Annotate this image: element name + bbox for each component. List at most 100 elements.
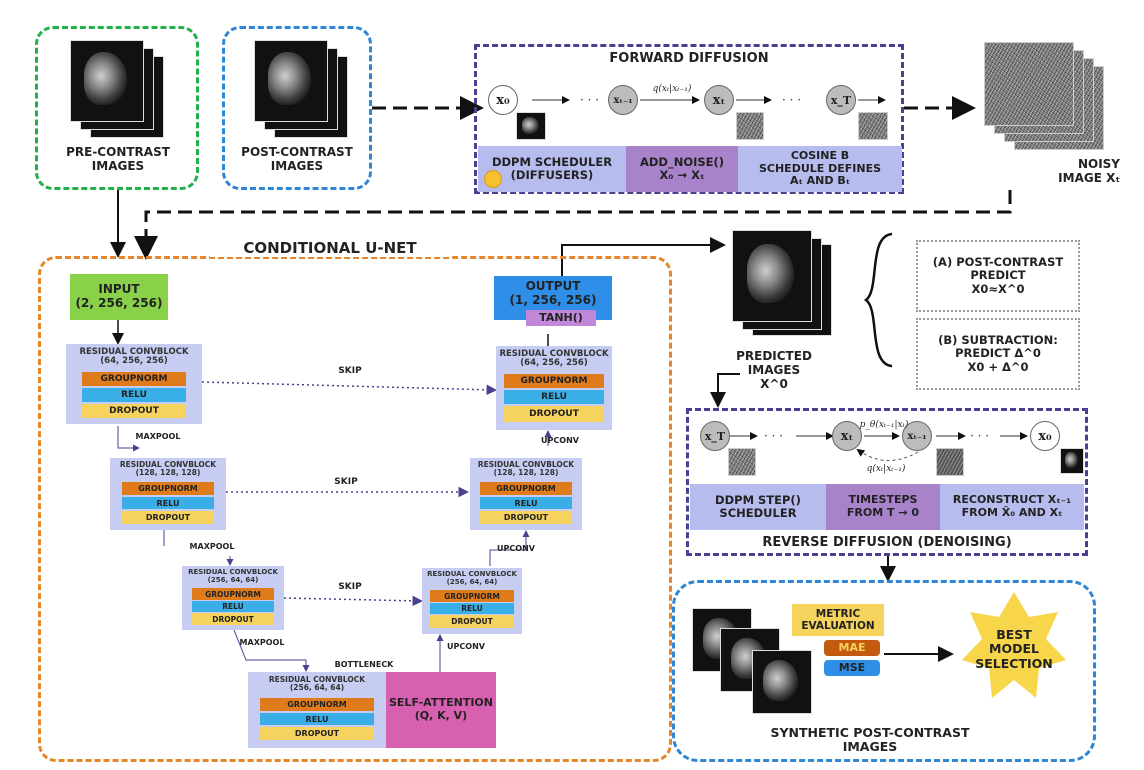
- arrow-output-to-predicted: [561, 237, 726, 276]
- reverse-cell-reconstruct: RECONSTRUCT Xₜ₋₁ FROM X̂₀ AND Xₜ: [940, 484, 1084, 530]
- unet-title: CONDITIONAL U-NET: [210, 239, 450, 258]
- bottleneck-relu: RELU: [260, 713, 374, 725]
- decoder-block-2-title: RESIDUAL CONVBLOCK (128, 128, 128): [477, 460, 575, 478]
- encoder-block-1-groupnorm: GROUPNORM: [82, 372, 186, 386]
- decoder-block-2: RESIDUAL CONVBLOCK (128, 128, 128) GROUP…: [470, 458, 582, 530]
- skip-label-3: SKIP: [338, 582, 362, 592]
- bottleneck-label: BOTTLENECK: [334, 660, 394, 669]
- forward-cell-add-noise: ADD_NOISE() X₀ → Xₜ: [626, 146, 738, 192]
- skip-label-2: SKIP: [334, 477, 358, 487]
- bottleneck-groupnorm: GROUPNORM: [260, 698, 374, 711]
- decoder-block-1: RESIDUAL CONVBLOCK (64, 256, 256) GROUPN…: [496, 346, 612, 430]
- bottleneck-block-title: RESIDUAL CONVBLOCK (256, 64, 64): [268, 675, 366, 693]
- upconv-conn-2: [489, 530, 530, 566]
- forward-diffusion-box: [474, 44, 904, 194]
- forward-thumb-xt: [736, 112, 764, 140]
- forward-node-x0: x₀: [488, 85, 518, 115]
- option-b-subtraction: (B) SUBTRACTION: PREDICT Δ^0 X0 + Δ^0: [916, 318, 1080, 390]
- encoder-block-2-relu: RELU: [122, 497, 214, 509]
- skip-label-1: SKIP: [338, 366, 362, 376]
- encoder-block-1-dropout: DROPOUT: [82, 404, 186, 418]
- self-attention: SELF-ATTENTION (Q, K, V): [386, 672, 496, 748]
- arrow-predicted-to-reverse: [710, 373, 740, 408]
- reverse-node-x0: x₀: [1030, 421, 1060, 451]
- unet-input: INPUT (2, 256, 256): [70, 274, 168, 320]
- skip-line-1: [201, 381, 497, 396]
- decoder-block-1-dropout: DROPOUT: [504, 406, 604, 422]
- encoder-block-3-dropout: DROPOUT: [192, 613, 274, 625]
- decoder-block-3-dropout: DROPOUT: [430, 615, 514, 628]
- encoder-block-1-title: RESIDUAL CONVBLOCK (64, 256, 256): [79, 347, 189, 367]
- forward-cell-scheduler: DDPM SCHEDULER (DIFFUSERS): [478, 146, 626, 192]
- maxpool-conn-2: [163, 530, 230, 564]
- decoder-block-1-title: RESIDUAL CONVBLOCK (64, 256, 256): [499, 349, 609, 369]
- arrow-noisy-to-unet: [134, 190, 1012, 260]
- synthetic-label: SYNTHETIC POST-CONTRAST IMAGES: [770, 725, 970, 755]
- unet-tanh: TANH(): [526, 310, 596, 326]
- brace: [863, 232, 893, 368]
- reverse-node-xT: x_T: [700, 421, 730, 451]
- svg-text:· · ·: · · ·: [970, 429, 989, 443]
- maxpool-label-2: MAXPOOL: [189, 542, 235, 551]
- metric-mse: MSE: [824, 660, 880, 676]
- post-contrast-group: [222, 26, 372, 190]
- post-image-stack-1: [254, 40, 328, 122]
- predicted-label: PREDICTED IMAGES X^0: [736, 349, 812, 391]
- maxpool-label-3: MAXPOOL: [239, 638, 285, 647]
- decoder-block-1-relu: RELU: [504, 390, 604, 404]
- noisy-image-stack-1: [984, 42, 1074, 126]
- post-contrast-label: POST-CONTRAST IMAGES: [241, 145, 353, 173]
- pre-image-stack-1: [70, 40, 144, 122]
- encoder-block-2-groupnorm: GROUPNORM: [122, 482, 214, 495]
- svg-text:· · ·: · · ·: [580, 93, 599, 107]
- decoder-block-3-relu: RELU: [430, 603, 514, 614]
- forward-thumb-xT: [858, 112, 888, 140]
- reverse-thumb-xT: [728, 448, 756, 476]
- forward-cell-cosine: COSINE Β SCHEDULE DEFINES Αₜ AND Βₜ: [738, 146, 902, 192]
- synthetic-image-stack-3: [752, 650, 812, 714]
- reverse-thumb-xt-1: [936, 448, 964, 476]
- predicted-image-stack-1: [732, 230, 812, 322]
- metric-mae: MAE: [824, 640, 880, 656]
- encoder-block-2-title: RESIDUAL CONVBLOCK (128, 128, 128): [119, 460, 217, 478]
- forward-transition-label: q(xₜ|xₜ₋₁): [652, 84, 692, 94]
- forward-node-xt-1: xₜ₋₁: [608, 85, 638, 115]
- upconv-label-2: UPCONV: [497, 544, 535, 553]
- reverse-diffusion-box: [686, 408, 1088, 556]
- forward-node-xt: xₜ: [704, 85, 734, 115]
- svg-text:· · ·: · · ·: [782, 93, 801, 107]
- encoder-block-1: RESIDUAL CONVBLOCK (64, 256, 256) GROUPN…: [66, 344, 202, 424]
- reverse-diffusion-title: REVERSE DIFFUSION (DENOISING): [762, 535, 1012, 550]
- encoder-block-2-dropout: DROPOUT: [122, 511, 214, 524]
- reverse-node-xt-1: xₜ₋₁: [902, 421, 932, 451]
- reverse-p-label: p_θ(xₜ₋₁|xₜ): [859, 420, 909, 430]
- encoder-block-3-relu: RELU: [192, 601, 274, 612]
- upconv-label-3: UPCONV: [447, 642, 485, 651]
- reverse-cell-timesteps: TIMESTEPS FROM T → 0: [826, 484, 940, 530]
- encoder-block-3-title: RESIDUAL CONVBLOCK (256, 64, 64): [188, 568, 278, 584]
- decoder-block-2-groupnorm: GROUPNORM: [480, 482, 572, 495]
- reverse-node-xt: xₜ: [832, 421, 862, 451]
- maxpool-label-1: MAXPOOL: [135, 432, 181, 441]
- encoder-block-2: RESIDUAL CONVBLOCK (128, 128, 128) GROUP…: [110, 458, 226, 530]
- bottleneck-dropout: DROPOUT: [260, 727, 374, 740]
- decoder-block-3-title: RESIDUAL CONVBLOCK (256, 64, 64): [427, 570, 517, 586]
- reverse-cell-step: DDPM STEP() SCHEDULER: [690, 484, 826, 530]
- noisy-image-label: NOISY IMAGE Xₜ: [1058, 157, 1120, 185]
- decoder-block-2-dropout: DROPOUT: [480, 511, 572, 524]
- bottleneck-block: RESIDUAL CONVBLOCK (256, 64, 64) GROUPNO…: [248, 672, 386, 748]
- maxpool-conn-3: [233, 629, 310, 672]
- encoder-block-3-groupnorm: GROUPNORM: [192, 588, 274, 600]
- encoder-block-3: RESIDUAL CONVBLOCK (256, 64, 64) GROUPNO…: [182, 566, 284, 630]
- decoder-block-1-groupnorm: GROUPNORM: [504, 374, 604, 388]
- decoder-block-3: RESIDUAL CONVBLOCK (256, 64, 64) GROUPNO…: [422, 568, 522, 634]
- forward-diffusion-title: FORWARD DIFFUSION: [609, 51, 769, 66]
- svg-text:· · ·: · · ·: [764, 429, 783, 443]
- metric-evaluation-title: METRIC EVALUATION: [792, 604, 884, 636]
- upconv-label-1: UPCONV: [541, 436, 579, 445]
- best-model-star: [962, 592, 1066, 698]
- encoder-block-1-relu: RELU: [82, 388, 186, 402]
- reverse-q-label: q(xₜ|xₜ₋₁): [866, 464, 906, 474]
- reverse-thumb-x0: [1060, 448, 1084, 474]
